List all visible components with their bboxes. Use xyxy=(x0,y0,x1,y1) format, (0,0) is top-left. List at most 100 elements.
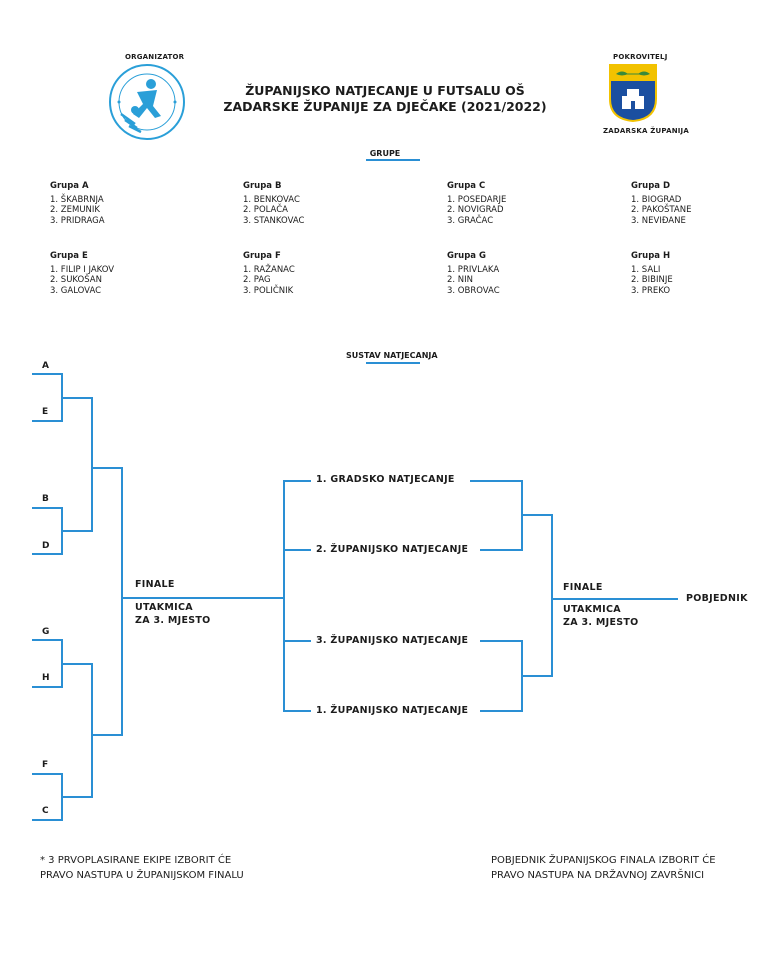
group-name: Grupa A xyxy=(50,181,89,191)
note-left-line-2: PRAVO NASTUPA U ŽUPANIJSKOM FINALU xyxy=(40,870,244,881)
group-team: 2. POLAČA xyxy=(243,205,288,215)
group-f: Grupa F 1. RAŽANAC 2. PAG 3. POLIČNIK xyxy=(243,251,295,296)
organizer-label: ORGANIZATOR xyxy=(125,53,185,61)
group-b: Grupa B 1. BENKOVAC 2. POLAČA 3. STANKOV… xyxy=(243,181,304,226)
bracket-line xyxy=(32,373,62,375)
right-third-place: UTAKMICA ZA 3. MJESTO xyxy=(563,603,639,629)
group-team: 1. PRIVLAKA xyxy=(447,264,500,275)
group-team: 2. NIN xyxy=(447,275,474,285)
bracket-letter-c: C xyxy=(42,806,49,816)
group-name: Grupa F xyxy=(243,251,281,261)
group-team: 2. NOVIGRAD xyxy=(447,205,504,215)
bracket-letter-d: D xyxy=(42,541,50,551)
note-left: * 3 PRVOPLASIRANE EKIPE IZBORIT ĆE PRAVO… xyxy=(40,853,244,883)
group-team: 1. SALI xyxy=(631,264,661,275)
left-third-place: UTAKMICA ZA 3. MJESTO xyxy=(135,601,211,627)
bracket-line xyxy=(32,773,62,775)
bracket-line xyxy=(91,397,93,532)
group-name: Grupa B xyxy=(243,181,282,191)
bracket-line xyxy=(32,686,62,688)
group-name: Grupa E xyxy=(50,251,88,261)
group-e: Grupa E 1. FILIP I JAKOV 2. SUKOŠAN 3. G… xyxy=(50,251,114,296)
note-left-line-1: * 3 PRVOPLASIRANE EKIPE IZBORIT ĆE xyxy=(40,855,232,866)
bracket-line xyxy=(283,480,311,482)
bracket-line xyxy=(61,397,92,399)
sponsor-label: POKROVITELJ xyxy=(613,53,668,61)
bracket-line xyxy=(480,640,522,642)
system-heading: SUSTAV NATJECANJA xyxy=(346,351,438,360)
group-team: 3. NEVIĐANE xyxy=(631,215,686,226)
page-title: ŽUPANIJSKO NATJECANJE U FUTSALU OŠ ZADAR… xyxy=(170,83,600,115)
group-team: 1. FILIP I JAKOV xyxy=(50,264,115,275)
left-final-label: FINALE xyxy=(135,579,175,590)
group-team: 3. PRIDRAGA xyxy=(50,215,105,226)
left-third-line-1: UTAKMICA xyxy=(135,602,193,613)
right-final-label: FINALE xyxy=(563,582,603,593)
crest-icon xyxy=(608,63,658,123)
bracket-line xyxy=(32,553,62,555)
bracket-letter-h: H xyxy=(42,673,50,683)
bracket-line xyxy=(32,420,62,422)
group-team: 3. STANKOVAC xyxy=(243,215,305,226)
bracket-line xyxy=(121,597,284,599)
bracket-line xyxy=(283,480,285,712)
bracket-line xyxy=(470,480,522,482)
organizer-logo xyxy=(107,62,187,142)
bracket-letter-f: F xyxy=(42,760,49,770)
group-team: 2. BIBINJE xyxy=(631,275,673,285)
bracket-letter-b: B xyxy=(42,494,49,504)
bracket-line xyxy=(91,663,93,798)
title-line-1: ŽUPANIJSKO NATJECANJE U FUTSALU OŠ xyxy=(245,83,525,98)
bracket-line xyxy=(32,639,62,641)
group-team: 3. GRAČAC xyxy=(447,215,494,226)
group-name: Grupa G xyxy=(447,251,486,261)
bracket-line xyxy=(61,530,92,532)
group-name: Grupa H xyxy=(631,251,671,261)
bracket-line xyxy=(121,467,123,736)
groups-heading: GRUPE xyxy=(369,149,401,158)
bracket-line xyxy=(32,507,62,509)
bracket-line xyxy=(91,734,122,736)
note-right: POBJEDNIK ŽUPANIJSKOG FINALA IZBORIT ĆE … xyxy=(491,853,716,883)
bracket-line xyxy=(283,549,311,551)
group-team: 2. ZEMUNIK xyxy=(50,205,100,215)
sponsor-name: ZADARSKA ŽUPANIJA xyxy=(603,127,689,135)
winner-label: POBJEDNIK xyxy=(686,593,748,604)
group-team: 3. OBROVAC xyxy=(447,285,500,296)
bracket-line xyxy=(32,819,62,821)
bracket-letter-e: E xyxy=(42,407,49,417)
note-right-line-2: PRAVO NASTUPA NA DRŽAVNOJ ZAVRŠNICI xyxy=(491,870,705,881)
bracket-line xyxy=(283,710,311,712)
group-team: 2. PAKOŠTANE xyxy=(631,205,692,215)
group-name: Grupa C xyxy=(447,181,486,191)
system-heading-underline xyxy=(366,362,420,364)
right-third-line-1: UTAKMICA xyxy=(563,604,621,615)
title-line-2: ZADARSKE ŽUPANIJE ZA DJEČAKE (2021/2022) xyxy=(223,99,547,114)
group-team: 2. PAG xyxy=(243,275,271,285)
middle-entry-4: 1. ŽUPANIJSKO NATJECANJE xyxy=(316,705,469,716)
group-name: Grupa D xyxy=(631,181,671,191)
bracket-line xyxy=(521,675,552,677)
bracket-line xyxy=(61,663,92,665)
group-g: Grupa G 1. PRIVLAKA 2. NIN 3. OBROVAC xyxy=(447,251,500,296)
groups-heading-underline xyxy=(366,159,420,161)
bracket-line xyxy=(521,514,552,516)
group-team: 1. BIOGRAD xyxy=(631,194,682,205)
group-team: 1. POSEDARJE xyxy=(447,194,507,205)
group-team: 1. RAŽANAC xyxy=(243,264,295,275)
group-team: 1. BENKOVAC xyxy=(243,194,300,205)
middle-entry-3: 3. ŽUPANIJSKO NATJECANJE xyxy=(316,635,469,646)
bracket-line xyxy=(480,710,522,712)
middle-entry-2: 2. ŽUPANIJSKO NATJECANJE xyxy=(316,544,469,555)
left-third-line-2: ZA 3. MJESTO xyxy=(135,615,211,626)
group-team: 3. POLIČNIK xyxy=(243,285,294,296)
group-h: Grupa H 1. SALI 2. BIBINJE 3. PREKO xyxy=(631,251,673,296)
group-team: 3. PREKO xyxy=(631,285,671,296)
group-d: Grupa D 1. BIOGRAD 2. PAKOŠTANE 3. NEVIĐ… xyxy=(631,181,691,226)
bracket-line xyxy=(551,598,678,600)
bracket-line xyxy=(91,467,122,469)
middle-entry-1: 1. GRADSKO NATJECANJE xyxy=(316,474,455,485)
group-team: 1. ŠKABRNJA xyxy=(50,194,104,205)
note-right-line-1: POBJEDNIK ŽUPANIJSKOG FINALA IZBORIT ĆE xyxy=(491,855,716,866)
group-team: 3. GALOVAC xyxy=(50,285,102,296)
